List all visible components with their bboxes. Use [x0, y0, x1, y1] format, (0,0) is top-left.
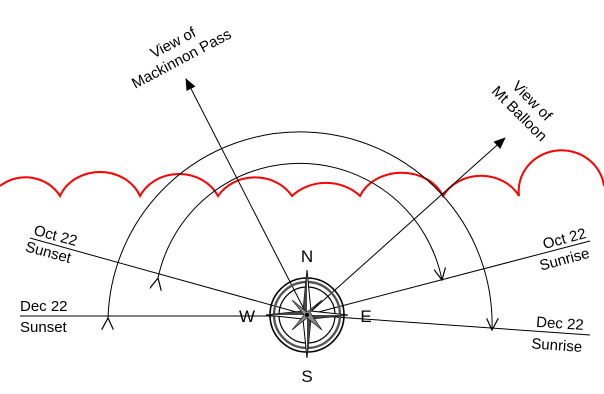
dec-sunrise-line — [306, 314, 591, 336]
compass-west-label: W — [239, 307, 255, 326]
dec-sunrise-label-line1: Dec 22 — [536, 314, 585, 334]
oct-sunrise-line — [306, 240, 591, 316]
compass-center — [305, 313, 309, 317]
mountain-range-outline — [0, 149, 604, 199]
dec-sunrise-label-line2: Sunrise — [531, 335, 583, 356]
compass-east-label: E — [360, 307, 371, 326]
oct-sunrise-label: Oct 22 Sunrise — [538, 225, 592, 274]
dec-sunset-label-line2: Sunset — [20, 319, 68, 336]
october-sun-arc — [158, 162, 442, 280]
dec-sunset-label-line1: Dec 22 — [20, 298, 68, 315]
compass-south-label: S — [301, 367, 312, 386]
balloon-view-arrow — [306, 137, 506, 316]
oct-sunset-line — [29, 237, 308, 316]
december-sun-arc — [108, 131, 492, 330]
compass-rose: N S E W — [239, 247, 372, 386]
dec-sunrise-label: Dec 22 Sunrise — [531, 314, 585, 356]
balloon-view-label: View of Mt Balloon — [488, 78, 556, 145]
mackinnon-view-arrow — [185, 78, 308, 316]
mackinnon-view-label: View of Mackinnon Pass — [129, 24, 234, 93]
dec-sunset-label: Dec 22 Sunset — [20, 298, 68, 336]
oct-sunset-label: Oct 22 Sunset — [23, 222, 79, 267]
compass-north-label: N — [301, 247, 313, 266]
